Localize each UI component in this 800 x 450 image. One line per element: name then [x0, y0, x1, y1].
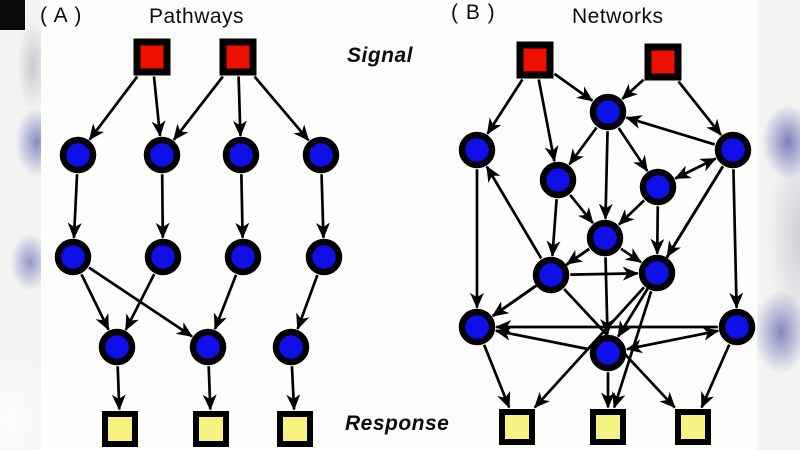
edges-layer	[67, 72, 744, 411]
network-node	[539, 161, 577, 199]
edge-arrow	[253, 75, 310, 142]
edge-arrow	[494, 326, 590, 351]
network-node	[589, 334, 627, 372]
signal-node	[516, 41, 554, 79]
signal-node	[644, 43, 682, 81]
edge-arrow	[213, 274, 238, 330]
network-node	[222, 136, 260, 174]
edge-arrow	[482, 344, 511, 409]
edge-arrow	[600, 257, 615, 335]
edge-arrow	[486, 78, 524, 135]
edge-arrow	[729, 169, 744, 309]
network-node	[718, 308, 756, 346]
signal-node	[219, 38, 257, 76]
edge-arrow	[569, 194, 594, 224]
edge-arrow	[621, 78, 645, 101]
network-node	[586, 219, 624, 257]
response-node	[102, 411, 138, 447]
edge-arrow	[155, 174, 170, 239]
edge-arrow	[296, 274, 319, 330]
panel-b-title: Networks	[572, 5, 664, 28]
signal-annotation: Signal	[347, 44, 414, 67]
network-node	[638, 254, 676, 292]
network-node	[144, 238, 182, 276]
response-node	[590, 409, 626, 445]
edge-arrow	[286, 366, 301, 411]
edge-arrow	[124, 273, 156, 331]
network-node	[224, 238, 262, 276]
network-node	[302, 136, 340, 174]
edge-arrow	[80, 273, 110, 331]
edge-arrow	[67, 174, 82, 239]
response-annotation: Response	[345, 412, 450, 435]
response-node	[499, 409, 535, 445]
edge-arrow	[232, 76, 247, 137]
edge-arrow	[315, 174, 330, 239]
response-node	[675, 409, 711, 445]
edge-arrow	[568, 126, 598, 166]
edge-arrow	[674, 157, 717, 180]
edge-arrow	[235, 174, 250, 239]
network-node	[98, 328, 136, 366]
edge-arrow	[625, 115, 715, 146]
signal-node	[133, 38, 171, 76]
edge-arrow	[612, 290, 653, 409]
edge-arrow	[202, 366, 217, 411]
edge-arrow	[650, 206, 665, 255]
panel-a-title: Pathways	[149, 5, 245, 28]
network-node	[714, 131, 752, 169]
edge-arrow	[617, 199, 646, 226]
edge-arrow	[111, 366, 126, 411]
network-node	[458, 131, 496, 169]
edge-arrow	[677, 80, 723, 136]
edge-arrow	[491, 284, 537, 318]
response-node	[277, 411, 313, 447]
network-node	[54, 238, 92, 276]
edge-arrow	[546, 199, 561, 257]
video-corner-artifact	[0, 0, 25, 30]
network-node	[143, 136, 181, 174]
edge-arrow	[598, 131, 613, 220]
network-node	[189, 328, 227, 366]
edge-arrow	[625, 326, 720, 354]
panel-b-label: ( B )	[451, 1, 496, 24]
response-node	[193, 411, 229, 447]
edge-arrow	[620, 247, 642, 264]
edge-arrow	[570, 266, 639, 281]
network-node	[458, 308, 496, 346]
edge-arrow	[172, 75, 224, 141]
edge-arrow	[617, 127, 649, 172]
network-node	[272, 328, 310, 366]
panel-a-label: ( A )	[40, 4, 83, 27]
network-node	[639, 168, 677, 206]
edge-arrow	[151, 76, 166, 137]
network-node	[305, 238, 343, 276]
network-node	[59, 136, 97, 174]
edge-arrow	[553, 72, 594, 102]
network-node	[589, 93, 627, 131]
network-node	[532, 256, 570, 294]
edge-arrow	[537, 79, 559, 163]
edge-arrow	[533, 286, 646, 409]
edge-arrow	[88, 75, 139, 141]
edge-arrow	[485, 165, 543, 260]
nodes-layer	[54, 38, 756, 447]
edge-arrow	[616, 165, 725, 338]
edge-arrow	[700, 344, 731, 409]
